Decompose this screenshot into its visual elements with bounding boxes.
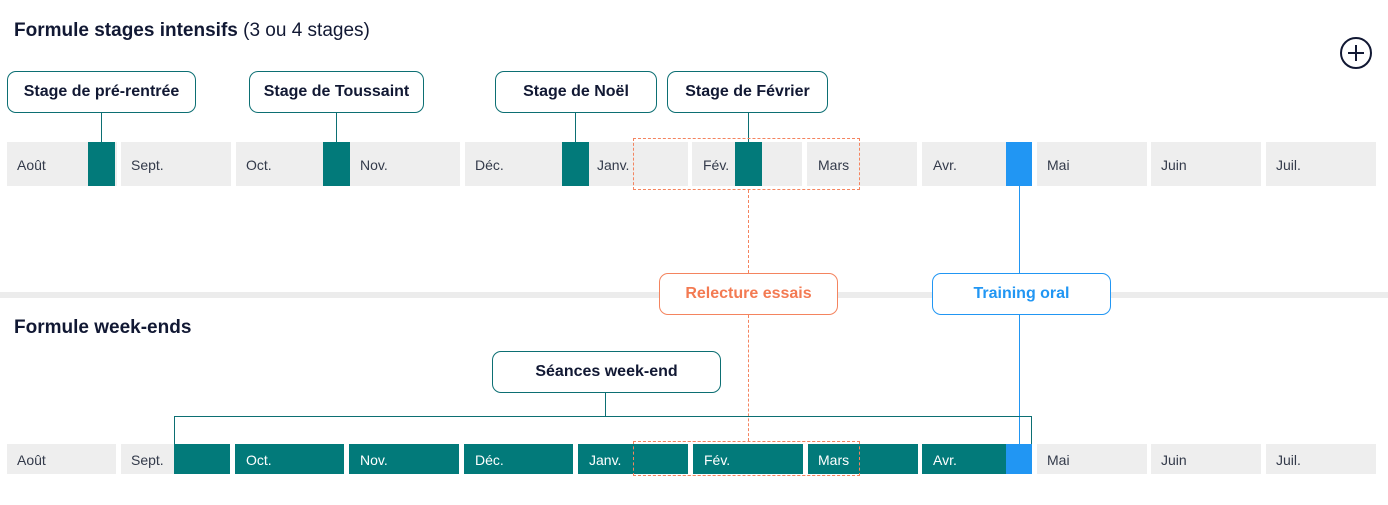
stage-marker xyxy=(735,142,762,186)
stage-marker xyxy=(323,142,350,186)
month-label: Nov. xyxy=(360,452,388,468)
month-cell xyxy=(807,142,917,186)
month-label: Avr. xyxy=(933,452,957,468)
month-cell xyxy=(465,142,575,186)
weekend-cell xyxy=(808,444,918,474)
month-label: Janv. xyxy=(589,452,622,468)
connector-line xyxy=(575,113,576,142)
weekend-cell xyxy=(349,444,459,474)
month-label: Juil. xyxy=(1276,157,1301,173)
weekend-cell xyxy=(464,444,573,474)
month-label: Avr. xyxy=(933,157,957,173)
month-cell xyxy=(1037,444,1147,474)
stage-label: Stage de Février xyxy=(685,83,810,100)
month-cell xyxy=(588,142,688,186)
training-connector xyxy=(1019,186,1020,273)
month-cell xyxy=(7,444,116,474)
bracket-line xyxy=(174,416,1032,417)
training-cell xyxy=(1006,444,1032,474)
relecture-connector xyxy=(748,190,749,273)
month-cell xyxy=(121,142,231,186)
connector-line xyxy=(336,113,337,142)
month-label: Août xyxy=(17,157,46,173)
section-title-bold: Formule week-ends xyxy=(14,317,192,338)
month-cell xyxy=(121,444,174,474)
month-label: Juil. xyxy=(1276,452,1301,468)
training-marker xyxy=(1006,142,1032,186)
month-label: Déc. xyxy=(475,452,504,468)
connector-line xyxy=(101,113,102,142)
weekend-cell xyxy=(693,444,803,474)
month-label: Mai xyxy=(1047,452,1070,468)
stage-box-fevrier: Stage de Février xyxy=(667,71,828,113)
relecture-connector xyxy=(748,315,749,441)
relecture-range-top xyxy=(633,138,860,190)
relecture-essais-box: Relecture essais xyxy=(659,273,838,315)
month-label: Sept. xyxy=(131,452,164,468)
stage-marker xyxy=(562,142,589,186)
weekend-cell xyxy=(922,444,1006,474)
stage-marker xyxy=(88,142,115,186)
month-label: Sept. xyxy=(131,157,164,173)
plus-circle-icon[interactable] xyxy=(1340,37,1372,69)
stage-label: Stage de Noël xyxy=(523,83,629,100)
month-label: Oct. xyxy=(246,157,272,173)
section-title-intensifs: Formule stages intensifs (3 ou 4 stages) xyxy=(14,20,370,42)
seances-label: Séances week-end xyxy=(535,363,678,380)
month-cell xyxy=(1151,142,1261,186)
seances-weekend-box: Séances week-end xyxy=(492,351,721,393)
month-label: Fév. xyxy=(703,157,730,173)
month-cell xyxy=(350,142,460,186)
stage-label: Stage de pré-rentrée xyxy=(23,83,180,100)
section-title-weekends: Formule week-ends xyxy=(14,317,191,339)
bracket-right xyxy=(1031,416,1032,444)
month-label: Juin xyxy=(1161,452,1187,468)
relecture-range-bottom-overlay xyxy=(633,441,860,476)
month-label: Mars xyxy=(818,452,850,468)
month-label: Déc. xyxy=(475,157,504,173)
month-label: Mai xyxy=(1047,157,1070,173)
month-label: Janv. xyxy=(597,157,630,173)
month-cell xyxy=(1037,142,1147,186)
stage-label: Stage de Toussaint xyxy=(263,83,410,100)
training-connector xyxy=(1019,315,1020,444)
training-label: Training oral xyxy=(973,285,1070,302)
month-label: Oct. xyxy=(246,452,272,468)
relecture-label: Relecture essais xyxy=(685,285,812,302)
stage-box-pre-rentree: Stage de pré-rentrée xyxy=(7,71,196,113)
month-cell xyxy=(1151,444,1261,474)
stage-box-noel: Stage de Noël xyxy=(495,71,657,113)
bracket-left xyxy=(174,416,175,444)
month-label: Juin xyxy=(1161,157,1187,173)
section-title-sub: (3 ou 4 stages) xyxy=(243,20,370,41)
connector-line xyxy=(748,113,749,142)
training-oral-box: Training oral xyxy=(932,273,1111,315)
stage-box-toussaint: Stage de Toussaint xyxy=(249,71,424,113)
weekend-cell xyxy=(235,444,344,474)
month-label: Nov. xyxy=(360,157,388,173)
weekend-cell xyxy=(174,444,230,474)
month-label: Mars xyxy=(818,157,850,173)
month-cell xyxy=(1266,444,1376,474)
section-title-bold: Formule stages intensifs xyxy=(14,20,238,41)
month-cell xyxy=(1266,142,1376,186)
connector-line xyxy=(605,393,606,416)
month-label: Août xyxy=(17,452,46,468)
month-label: Fév. xyxy=(704,452,731,468)
